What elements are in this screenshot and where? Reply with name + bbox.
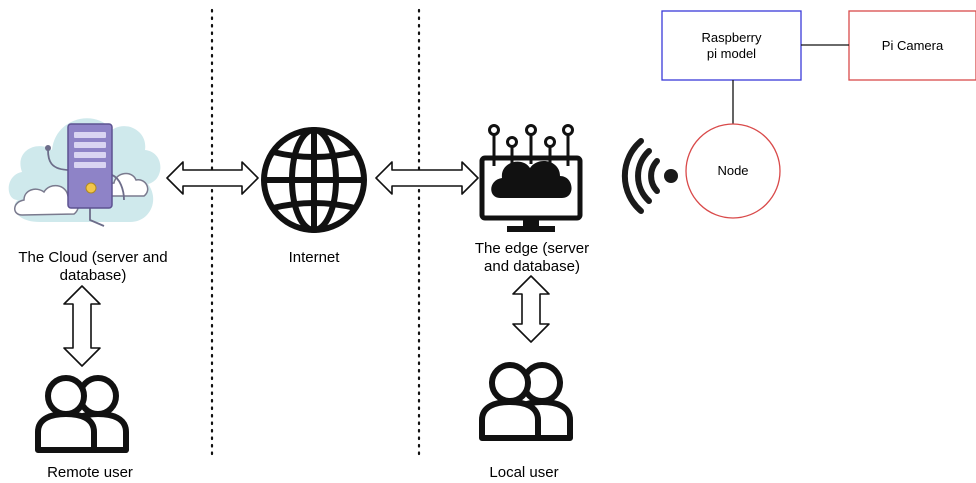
wireless-signal-icon [621,138,678,214]
cloud-label: The Cloud (server and database) [18,249,168,284]
cloud-server-icon [8,118,161,227]
internet-label: Internet [288,249,340,266]
arrow-internet-edge [375,161,479,195]
local-user-label: Local user [489,464,559,481]
raspberry-pi-label-line2: pi model [706,45,757,61]
node-label: Node [717,163,749,178]
raspberry-pi-label: Raspberry pi model [662,11,801,80]
raspberry-pi-label-line1: Raspberry [701,29,762,45]
local-user-icon [479,362,573,441]
remote-user-icon [35,375,129,453]
globe-icon [261,127,367,233]
pi-camera-box [848,10,976,81]
arrow-edge-local-user [512,275,550,343]
remote-user-label: Remote user [47,464,133,481]
edge-server-icon [479,124,583,232]
raspberry-pi-box [661,10,802,81]
pi-camera-label: Pi Camera [881,37,944,53]
node-circle [685,123,781,219]
arrow-cloud-remote-user [63,285,101,367]
arrow-cloud-internet [166,161,259,195]
edge-label: The edge (server and database) [474,240,590,275]
